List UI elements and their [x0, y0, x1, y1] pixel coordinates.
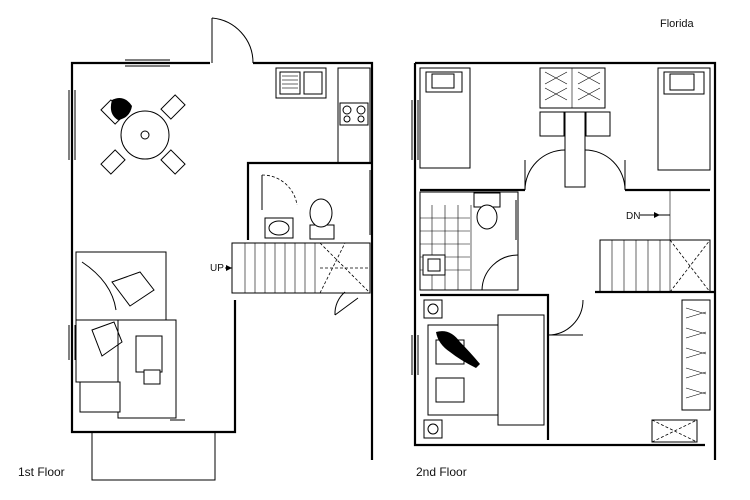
second-floor-label: 2nd Floor [416, 465, 467, 479]
plan-title: Florida [660, 18, 695, 30]
bathroom-fixtures [264, 170, 371, 240]
second-floor-stairs: DN [599, 190, 711, 293]
up-stair-label: UP [210, 263, 224, 274]
master-bedroom-partition [420, 293, 550, 440]
first-floor-stairs: UP [210, 242, 371, 294]
bedroom-bed-right [657, 67, 711, 171]
kitchen-sink [275, 67, 327, 99]
bathroom-partition [246, 161, 372, 240]
first-floor-plan: UP 1st Floor [18, 17, 374, 481]
front-porch [91, 432, 216, 481]
entry-door [211, 17, 254, 64]
second-floor-top-wall [415, 61, 717, 460]
first-floor-label: 1st Floor [18, 465, 65, 479]
second-floor-bathroom [419, 191, 519, 291]
bathroom-door [261, 174, 298, 210]
dining-table [100, 94, 186, 175]
first-floor-outer-wall [70, 61, 237, 434]
living-room-sofa [75, 251, 185, 421]
down-stair-label: DN [626, 211, 640, 222]
wardrobe-right [651, 299, 711, 443]
bedroom-bed-left [419, 67, 471, 169]
second-floor-left-wall [413, 63, 705, 447]
second-floor-plan: DN 2nd Floor [411, 61, 717, 479]
stair-door [334, 291, 359, 316]
stove [339, 102, 369, 126]
wardrobes-top [539, 67, 611, 188]
first-floor-right-wall [253, 61, 374, 460]
master-bed [423, 299, 545, 439]
